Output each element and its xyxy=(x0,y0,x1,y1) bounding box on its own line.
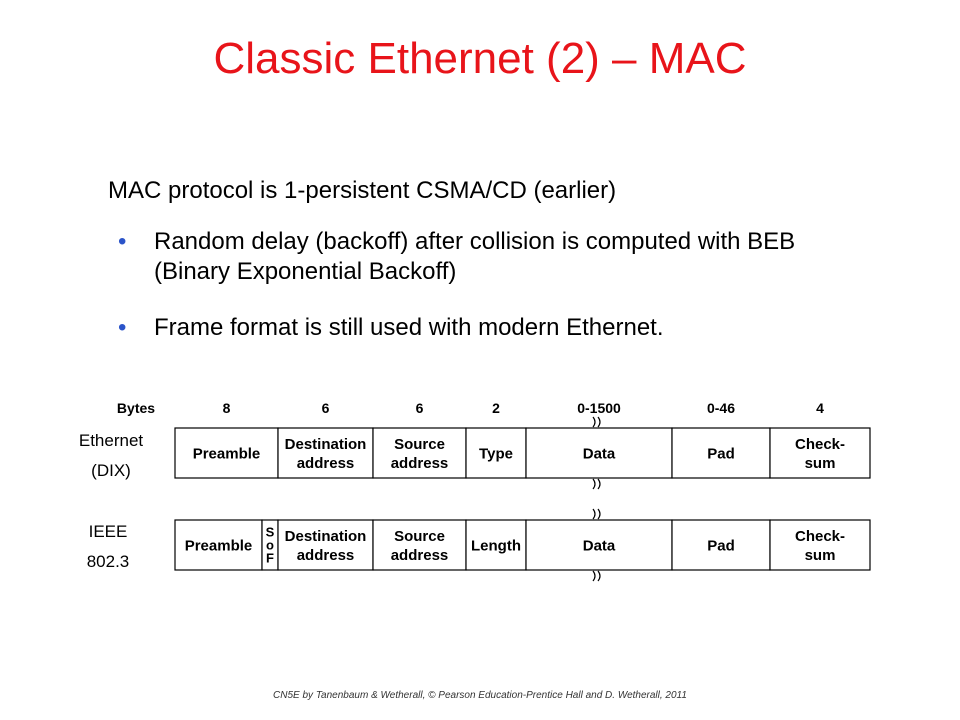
ethernet-field: Pad xyxy=(671,427,771,479)
field-label: address xyxy=(391,547,449,564)
break-mark-icon xyxy=(592,570,601,582)
ethernet-label-line: (DIX) xyxy=(91,461,131,480)
ethernet-label-line: Ethernet xyxy=(79,431,144,450)
break-stroke xyxy=(597,416,601,428)
byte-count-label: 6 xyxy=(322,400,330,416)
frame-format-diagram: Bytes 8 6 6 2 0-1500 0-46 4 Ethernet (DIX) IEE… xyxy=(79,400,871,582)
field-box xyxy=(769,427,871,479)
field-label: Pad xyxy=(707,445,735,462)
break-stroke xyxy=(592,416,596,428)
field-label: Data xyxy=(583,537,616,554)
break-stroke xyxy=(597,570,601,582)
ieee-field: Pad xyxy=(671,519,771,571)
credit-text: CN5E by Tanenbaum & Wetherall, © Pearson… xyxy=(273,690,687,701)
ieee-label-line: 802.3 xyxy=(87,552,130,571)
ethernet-field: Check-sum xyxy=(769,427,871,479)
field-label: address xyxy=(297,455,355,472)
ieee-label: IEEE 802.3 xyxy=(87,522,130,571)
ieee-field: Check-sum xyxy=(769,519,871,571)
field-label: Type xyxy=(479,445,513,462)
ieee-label-line: IEEE xyxy=(89,522,128,541)
field-label: address xyxy=(297,547,355,564)
slide-title: Classic Ethernet (2) – MAC xyxy=(213,34,747,83)
field-label: Check- xyxy=(795,528,845,545)
ethernet-field: Destination address xyxy=(277,427,374,479)
break-mark-icon xyxy=(592,478,601,490)
ieee-field: Data xyxy=(525,519,673,571)
break-mark-icon xyxy=(592,508,601,520)
field-label: sum xyxy=(805,547,836,564)
field-label: sum xyxy=(805,455,836,472)
bytes-header: Bytes xyxy=(117,400,155,416)
bullet-icon: • xyxy=(118,314,127,341)
break-stroke xyxy=(597,508,601,520)
break-stroke xyxy=(597,478,601,490)
field-label: address xyxy=(391,455,449,472)
ieee-field: Preamble xyxy=(174,519,263,571)
field-label: Pad xyxy=(707,537,735,554)
ieee-field: Source address xyxy=(372,519,467,571)
break-mark-icon xyxy=(592,416,601,428)
break-stroke xyxy=(592,508,596,520)
field-box xyxy=(769,519,871,571)
field-box xyxy=(372,519,467,571)
field-box xyxy=(525,519,673,571)
field-label: Preamble xyxy=(185,537,253,554)
bullet-text: Random delay (backoff) after collision i… xyxy=(154,228,796,285)
bullet-icon: • xyxy=(118,228,127,255)
bullet-text: Frame format is still used with modern E… xyxy=(154,314,664,341)
byte-count-label: 0-46 xyxy=(707,400,735,416)
ethernet-field: Data xyxy=(525,427,673,479)
ethernet-field: Source address xyxy=(372,427,467,479)
field-label: Source xyxy=(394,436,445,453)
byte-count-label: 8 xyxy=(223,400,231,416)
byte-count-label: 6 xyxy=(416,400,424,416)
field-label: Destination xyxy=(285,436,367,453)
byte-count-label: 2 xyxy=(492,400,500,416)
field-box xyxy=(465,427,527,479)
ethernet-label: Ethernet (DIX) xyxy=(79,431,144,480)
field-box xyxy=(174,519,263,571)
ethernet-field: Preamble xyxy=(174,427,279,479)
ieee-field: Length xyxy=(465,519,527,571)
field-label: F xyxy=(266,551,274,566)
field-label: Length xyxy=(471,537,521,554)
field-label: Destination xyxy=(285,528,367,545)
ieee-field: SoF xyxy=(261,519,279,571)
field-label: o xyxy=(266,538,274,553)
field-label: Data xyxy=(583,445,616,462)
byte-count-label: 4 xyxy=(816,400,824,416)
ethernet-field: Type xyxy=(465,427,527,479)
byte-count-label: 0-1500 xyxy=(577,400,621,416)
field-label: Source xyxy=(394,528,445,545)
break-stroke xyxy=(592,570,596,582)
intro-text: MAC protocol is 1-persistent CSMA/CD (ea… xyxy=(108,177,617,204)
break-stroke xyxy=(592,478,596,490)
field-box xyxy=(174,427,279,479)
field-label: S xyxy=(266,525,275,540)
field-label: Preamble xyxy=(193,445,261,462)
field-box xyxy=(277,519,374,571)
ieee-field: Destination address xyxy=(277,519,374,571)
field-label: Check- xyxy=(795,436,845,453)
